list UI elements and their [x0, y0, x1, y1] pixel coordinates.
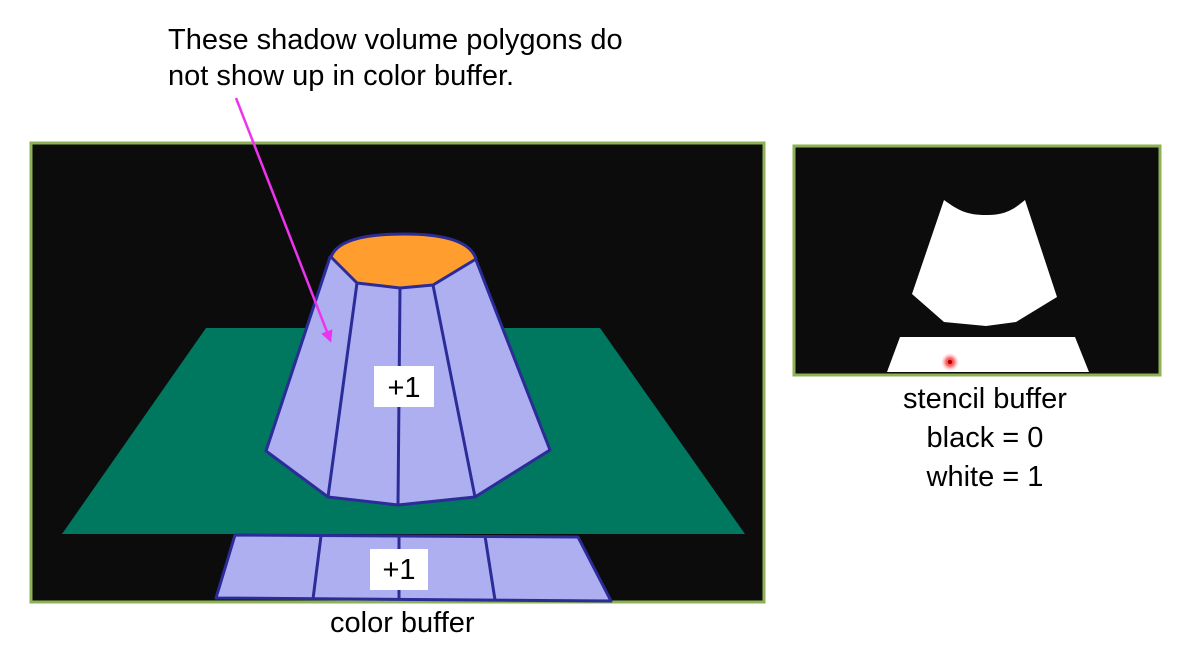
stencil-caption-line-2: black = 0	[926, 422, 1044, 454]
stencil-buffer-panel	[792, 144, 1162, 377]
color-buffer-panel: +1 +1	[29, 141, 766, 604]
floor-shadow-edge	[311, 535, 323, 600]
stencil-caption-line-1: stencil buffer	[903, 383, 1067, 415]
pointer-arrow	[234, 97, 333, 343]
cursor-dot-center-icon	[948, 360, 952, 364]
stencil-caption-line-3: white = 1	[926, 461, 1044, 493]
annotation-line-1: These shadow volume polygons do	[168, 24, 623, 56]
stencil-floor-shape	[887, 337, 1089, 372]
top-label-text: +1	[387, 372, 420, 404]
stencil-buffer-caption: stencil buffer black = 0 white = 1	[885, 380, 1085, 497]
stencil-frustum-shape	[912, 200, 1057, 326]
bottom-label-text: +1	[382, 554, 415, 586]
frustum-edge	[431, 284, 477, 498]
floor-shadow-edge	[483, 535, 497, 601]
bottom-plus-one-label: +1	[370, 549, 428, 590]
annotation-line-2: not show up in color buffer.	[168, 60, 515, 92]
color-buffer-caption: color buffer	[330, 607, 475, 639]
frustum-top-cap	[329, 232, 478, 290]
top-label-box	[374, 366, 434, 407]
bottom-label-box	[370, 549, 428, 590]
frustum-edge	[326, 282, 359, 498]
top-plus-one-label: +1	[374, 366, 434, 407]
annotation-text: These shadow volume polygons do not show…	[168, 22, 623, 94]
